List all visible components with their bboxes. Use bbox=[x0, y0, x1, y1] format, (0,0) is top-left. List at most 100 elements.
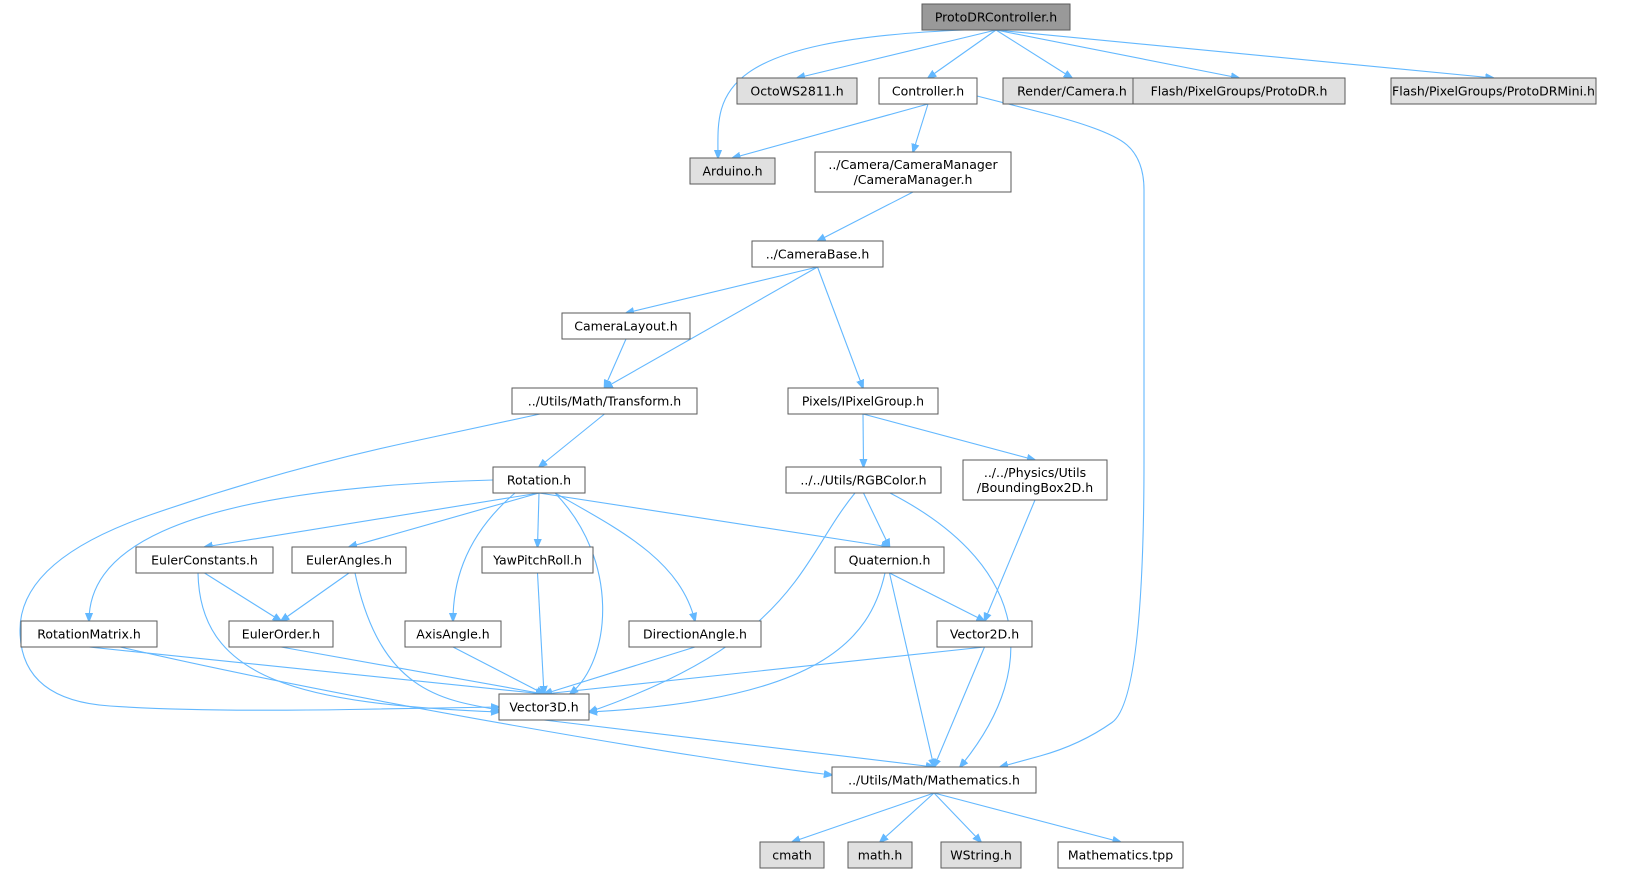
node-ipixel[interactable]: Pixels/IPixelGroup.h bbox=[787, 387, 939, 415]
edge-rotation-to-dirangle bbox=[554, 492, 695, 621]
node-box-cmath[interactable] bbox=[759, 841, 825, 869]
edge-ipixel-to-bbox bbox=[862, 413, 1035, 460]
edge-rgbcolor-to-vector3d bbox=[589, 492, 856, 712]
node-camlayout[interactable]: CameraLayout.h bbox=[561, 312, 691, 340]
node-quaternion[interactable]: Quaternion.h bbox=[834, 546, 945, 574]
node-box-transform[interactable] bbox=[511, 387, 698, 415]
node-box-vector2d[interactable] bbox=[936, 620, 1033, 648]
node-box-eulerangles[interactable] bbox=[291, 546, 407, 574]
node-label-arduino: Arduino.h bbox=[702, 164, 762, 179]
node-label-cammgr-line1: ../Camera/CameraManager bbox=[828, 157, 998, 172]
node-protodr[interactable]: ProtoDRController.h bbox=[921, 3, 1071, 31]
edge-rotation-to-vector3d bbox=[554, 492, 604, 694]
edge-rotation-to-rotmatrix bbox=[89, 479, 494, 621]
node-box-controller[interactable] bbox=[878, 77, 978, 105]
node-ypr[interactable]: YawPitchRoll.h bbox=[481, 546, 594, 574]
node-flashmini[interactable]: Flash/PixelGroups/ProtoDRMini.h bbox=[1390, 77, 1597, 105]
node-rotmatrix[interactable]: RotationMatrix.h bbox=[20, 620, 158, 648]
node-box-ipixel[interactable] bbox=[787, 387, 939, 415]
node-box-eulerorder[interactable] bbox=[228, 620, 334, 648]
node-dirangle[interactable]: DirectionAngle.h bbox=[628, 620, 762, 648]
edge-eulerangles-to-eulerorder bbox=[281, 572, 350, 621]
edge-protodr-to-rendercam bbox=[995, 29, 1072, 78]
node-label-transform: ../Utils/Math/Transform.h bbox=[528, 394, 681, 409]
node-label-rendercam: Render/Camera.h bbox=[1017, 84, 1127, 99]
node-box-mathh[interactable] bbox=[847, 841, 913, 869]
node-cmath[interactable]: cmath bbox=[759, 841, 825, 869]
node-label-eulerconst: EulerConstants.h bbox=[151, 553, 258, 568]
node-label-dirangle: DirectionAngle.h bbox=[643, 627, 747, 642]
node-box-axisangle[interactable] bbox=[404, 620, 502, 648]
node-box-cammgr[interactable] bbox=[814, 151, 1012, 193]
node-rotation[interactable]: Rotation.h bbox=[492, 466, 586, 494]
node-label-rgbcolor: ../../Utils/RGBColor.h bbox=[800, 473, 926, 488]
edge-mathematics-to-cmath bbox=[792, 792, 935, 842]
node-octo[interactable]: OctoWS2811.h bbox=[736, 77, 858, 105]
edge-mathematics-to-mathtpp bbox=[933, 792, 1121, 842]
node-rgbcolor[interactable]: ../../Utils/RGBColor.h bbox=[785, 466, 942, 494]
node-box-mathtpp[interactable] bbox=[1057, 841, 1184, 869]
edge-eulerconst-to-vector3d bbox=[197, 572, 499, 712]
edge-axisangle-to-vector3d bbox=[452, 646, 544, 694]
node-box-dirangle[interactable] bbox=[628, 620, 762, 648]
node-box-camlayout[interactable] bbox=[561, 312, 691, 340]
node-box-vector3d[interactable] bbox=[498, 693, 590, 721]
edge-cambase-to-transform bbox=[605, 266, 818, 388]
node-eulerangles[interactable]: EulerAngles.h bbox=[291, 546, 407, 574]
edge-rotation-to-eulerangles bbox=[349, 492, 540, 547]
node-vector2d[interactable]: Vector2D.h bbox=[936, 620, 1033, 648]
edge-cambase-to-ipixel bbox=[816, 266, 864, 388]
edge-mathematics-to-wstring bbox=[933, 792, 981, 842]
node-label-octo: OctoWS2811.h bbox=[750, 84, 843, 99]
node-box-cambase[interactable] bbox=[751, 240, 884, 268]
edge-bbox-to-vector2d bbox=[985, 499, 1036, 621]
node-box-eulerconst[interactable] bbox=[135, 546, 274, 574]
node-box-flashmini[interactable] bbox=[1390, 77, 1597, 105]
node-cambase[interactable]: ../CameraBase.h bbox=[751, 240, 884, 268]
node-label-mathematics: ../Utils/Math/Mathematics.h bbox=[848, 773, 1020, 788]
node-vector3d[interactable]: Vector3D.h bbox=[498, 693, 590, 721]
edge-cambase-to-camlayout bbox=[626, 266, 818, 313]
node-box-rgbcolor[interactable] bbox=[785, 466, 942, 494]
node-box-rotation[interactable] bbox=[492, 466, 586, 494]
node-box-quaternion[interactable] bbox=[834, 546, 945, 574]
node-label-camlayout: CameraLayout.h bbox=[574, 319, 677, 334]
node-box-octo[interactable] bbox=[736, 77, 858, 105]
node-box-arduino[interactable] bbox=[689, 157, 776, 185]
node-bbox[interactable]: ../../Physics/Utils/BoundingBox2D.h bbox=[962, 459, 1108, 501]
node-wstring[interactable]: WString.h bbox=[940, 841, 1022, 869]
edge-eulerconst-to-eulerorder bbox=[204, 572, 282, 621]
node-axisangle[interactable]: AxisAngle.h bbox=[404, 620, 502, 648]
node-mathtpp[interactable]: Mathematics.tpp bbox=[1057, 841, 1184, 869]
node-label-bbox-line1: ../../Physics/Utils bbox=[984, 465, 1086, 480]
node-transform[interactable]: ../Utils/Math/Transform.h bbox=[511, 387, 698, 415]
node-box-ypr[interactable] bbox=[481, 546, 594, 574]
node-label-protodr: ProtoDRController.h bbox=[935, 10, 1057, 25]
edge-quaternion-to-vector2d bbox=[889, 572, 985, 621]
node-box-protodr[interactable] bbox=[921, 3, 1071, 31]
node-box-bbox[interactable] bbox=[962, 459, 1108, 501]
node-box-flashdr[interactable] bbox=[1132, 77, 1346, 105]
node-box-rotmatrix[interactable] bbox=[20, 620, 158, 648]
edge-controller-to-arduino bbox=[733, 103, 929, 158]
node-controller[interactable]: Controller.h bbox=[878, 77, 978, 105]
node-arduino[interactable]: Arduino.h bbox=[689, 157, 776, 185]
node-cammgr[interactable]: ../Camera/CameraManager/CameraManager.h bbox=[814, 151, 1012, 193]
node-flashdr[interactable]: Flash/PixelGroups/ProtoDR.h bbox=[1132, 77, 1346, 105]
node-eulerorder[interactable]: EulerOrder.h bbox=[228, 620, 334, 648]
node-label-rotmatrix: RotationMatrix.h bbox=[37, 627, 141, 642]
node-label-vector2d: Vector2D.h bbox=[950, 627, 1019, 642]
node-box-rendercam[interactable] bbox=[1002, 77, 1142, 105]
edges-layer bbox=[19, 29, 1494, 842]
node-box-wstring[interactable] bbox=[940, 841, 1022, 869]
edge-ipixel-to-rgbcolor bbox=[863, 413, 864, 467]
edge-vector2d-to-vector3d bbox=[544, 646, 985, 694]
node-rendercam[interactable]: Render/Camera.h bbox=[1002, 77, 1142, 105]
node-mathh[interactable]: math.h bbox=[847, 841, 913, 869]
edge-protodr-to-flashdr bbox=[995, 29, 1239, 78]
node-box-mathematics[interactable] bbox=[831, 766, 1037, 794]
node-eulerconst[interactable]: EulerConstants.h bbox=[135, 546, 274, 574]
node-mathematics[interactable]: ../Utils/Math/Mathematics.h bbox=[831, 766, 1037, 794]
node-label-eulerorder: EulerOrder.h bbox=[242, 627, 320, 642]
